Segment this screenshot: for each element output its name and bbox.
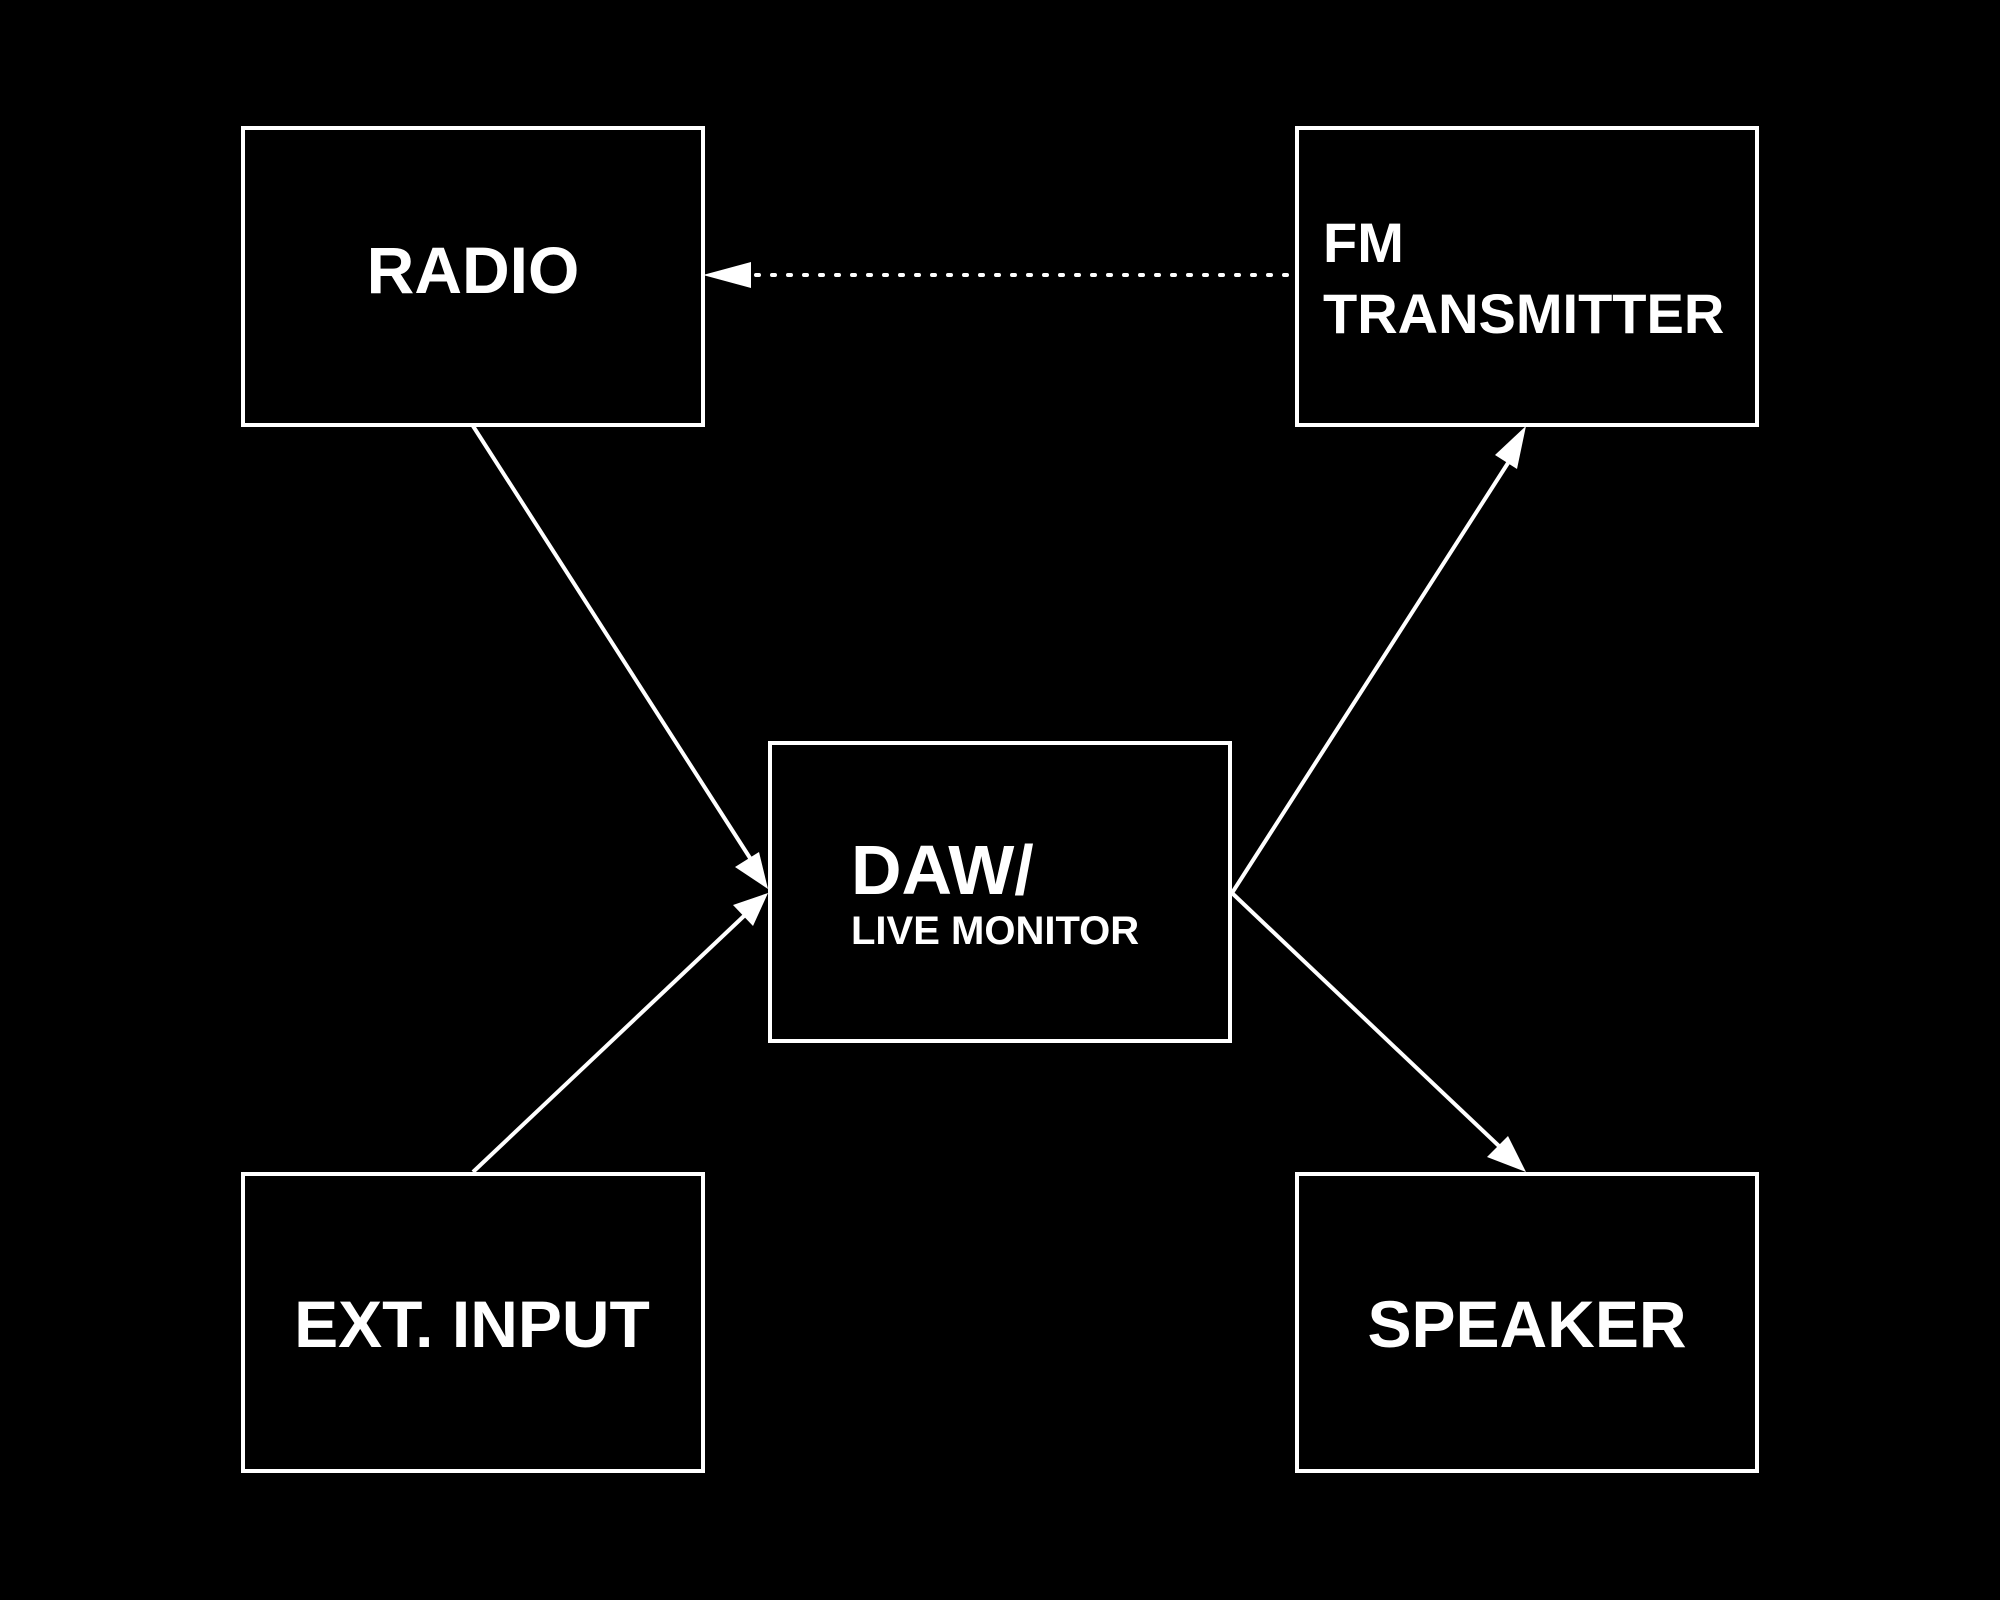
node-ext-input-label: EXT. INPUT [294, 1287, 650, 1361]
node-speaker-label: SPEAKER [1367, 1287, 1686, 1361]
node-daw-label-line2: LIVE MONITOR [851, 909, 1139, 953]
node-radio: RADIO [241, 126, 705, 427]
node-radio-label: RADIO [367, 233, 580, 307]
arrowhead-daw-to-fm-transmitter [1495, 426, 1526, 469]
node-daw: DAW/ LIVE MONITOR [768, 741, 1232, 1043]
arrowhead-fm-transmitter-to-radio [703, 262, 751, 288]
arrowhead-daw-to-speaker [1487, 1136, 1526, 1172]
node-fm-transmitter: FM TRANSMITTER [1295, 126, 1759, 427]
arrowhead-ext-input-to-daw [733, 893, 768, 926]
edge-ext-input-to-daw [471, 913, 747, 1174]
edges [471, 262, 1526, 1174]
edge-daw-to-speaker [1230, 891, 1502, 1149]
node-radio-box [241, 126, 705, 427]
node-ext-input-box [241, 1172, 705, 1473]
node-fm-transmitter-label-line2: TRANSMITTER [1323, 282, 1724, 345]
arrowhead-radio-to-daw [735, 852, 768, 889]
edge-daw-to-fm-transmitter [1230, 461, 1510, 895]
node-fm-transmitter-box [1295, 126, 1759, 427]
node-speaker: SPEAKER [1295, 1172, 1759, 1473]
node-daw-box [768, 741, 1232, 1043]
node-daw-label-line1: DAW/ [851, 831, 1034, 909]
edge-radio-to-daw [471, 424, 752, 860]
node-ext-input: EXT. INPUT [241, 1172, 705, 1473]
node-fm-transmitter-label-line1: FM [1323, 211, 1404, 274]
node-speaker-box [1295, 1172, 1759, 1473]
